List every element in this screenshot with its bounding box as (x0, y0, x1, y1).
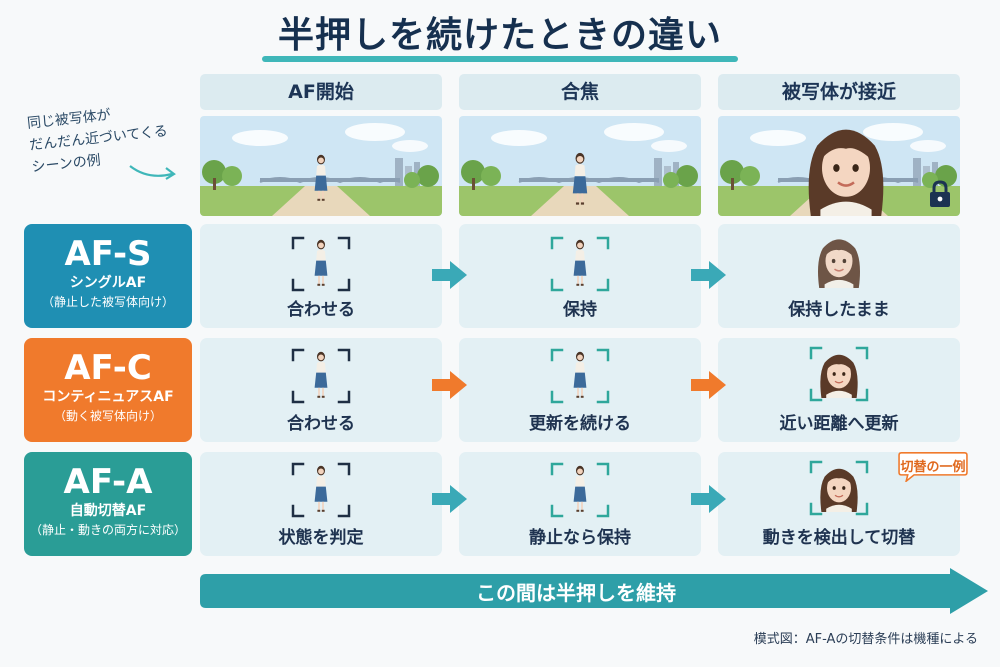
arrow-right-icon (432, 260, 468, 290)
cell-caption: 保持 (563, 300, 597, 320)
hold-duration-arrow (200, 568, 988, 614)
cell-afa-start: 状態を判定 (200, 452, 442, 556)
cell-afs-approach: 保持したまま (718, 224, 960, 328)
cell-caption: 更新を続ける (529, 414, 631, 434)
arrow-right-icon (432, 370, 468, 400)
lock-icon (930, 180, 950, 207)
scene-photo-start (200, 116, 442, 216)
arrow-right-icon (691, 370, 727, 400)
scene-arrow-icon (129, 165, 176, 180)
scene-photo-focus (459, 116, 701, 216)
hold-bar-label: この間は半押しを維持 (476, 581, 676, 605)
arrow-right-icon (691, 484, 727, 514)
arrow-right-icon (432, 484, 468, 514)
cell-caption: 動きを検出して切替 (762, 528, 916, 548)
mode-label-af-s: AF-S シングルAF （静止した被写体向け） (24, 224, 192, 328)
mode-label-af-c: AF-C コンティニュアスAF （動く被写体向け） (24, 338, 192, 442)
column-header-focus: 合焦 (459, 74, 701, 110)
cell-afs-focus: 保持 (459, 224, 701, 328)
mode-name: AF-C (64, 348, 152, 388)
cell-afc-start: 合わせる (200, 338, 442, 442)
cell-caption: 状態を判定 (278, 528, 364, 548)
cell-caption: 保持したまま (788, 300, 890, 320)
mode-name: AF-A (63, 462, 153, 502)
mode-name: AF-S (64, 234, 152, 274)
cell-afc-approach: 近い距離へ更新 (718, 338, 960, 442)
mode-note: （静止・動きの両方に対応） (29, 523, 186, 537)
cell-caption: 静止なら保持 (529, 528, 631, 548)
cell-afa-focus: 静止なら保持 (459, 452, 701, 556)
cell-afc-focus: 更新を続ける (459, 338, 701, 442)
mode-note: （静止した被写体向け） (41, 295, 174, 309)
column-header-approach: 被写体が接近 (718, 74, 960, 110)
callout-text: 切替の一例 (900, 460, 966, 475)
cell-caption: 近い距離へ更新 (779, 414, 899, 434)
cell-afs-start: 合わせる (200, 224, 442, 328)
callout-bubble (898, 452, 968, 482)
page-title: 半押しを続けたときの違い (277, 15, 722, 56)
scene-photo-approach (718, 116, 960, 216)
mode-subtitle: シングルAF (69, 275, 147, 291)
arrow-right-icon (691, 260, 727, 290)
footnote: 模式図：AF-Aの切替条件は機種による (753, 632, 978, 647)
mode-subtitle: コンティニュアスAF (42, 389, 174, 405)
mode-note: （動く被写体向け） (53, 409, 162, 423)
cell-caption: 合わせる (287, 300, 355, 320)
mode-subtitle: 自動切替AF (69, 503, 147, 519)
cell-caption: 合わせる (287, 414, 355, 434)
title-underline (262, 56, 738, 62)
mode-label-af-a: AF-A 自動切替AF （静止・動きの両方に対応） (24, 452, 192, 556)
column-header-af-start: AF開始 (200, 74, 442, 110)
